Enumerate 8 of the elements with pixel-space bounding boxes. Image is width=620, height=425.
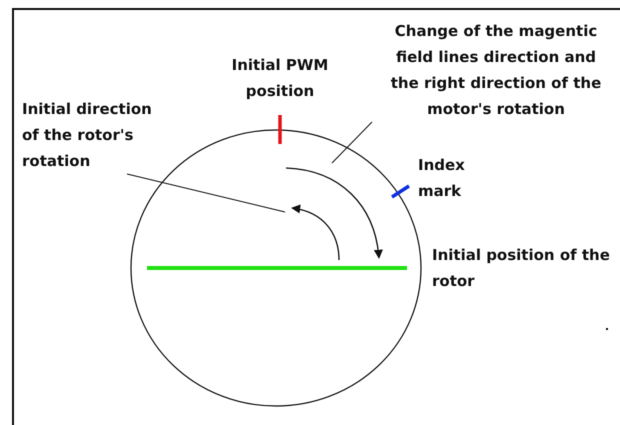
- part-label: Initial PWM position: [230, 55, 330, 102]
- part-label: Index mark: [418, 155, 466, 202]
- curved-arrow: [286, 167, 382, 259]
- callout-text: Change of the magentic field lines direction and the right direction of the motor's rotation: [380, 18, 612, 122]
- leader-line: [332, 122, 372, 164]
- leader-line: [126, 174, 286, 212]
- callout-text: Initial direction of the rotor's rotation: [22, 96, 168, 174]
- part-label: Initial position of the rotor: [432, 245, 611, 292]
